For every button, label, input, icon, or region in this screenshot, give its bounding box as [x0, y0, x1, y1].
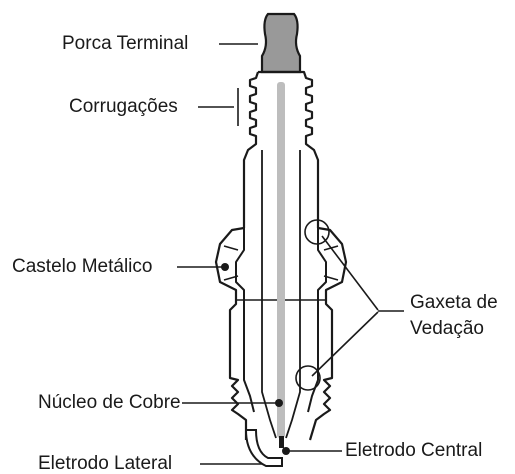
copper-core [277, 82, 285, 438]
central-dot [282, 447, 290, 455]
insulator-nose [261, 150, 301, 439]
castelo-dot [221, 263, 229, 271]
terminal-nut-shape [260, 12, 302, 74]
central-electrode-tip [279, 436, 284, 448]
label-porca-terminal: Porca Terminal [62, 33, 189, 54]
insulator-body [242, 70, 320, 228]
label-corrugacoes: Corrugações [69, 96, 178, 117]
gasket-circle-upper [304, 219, 330, 245]
leader-gaxeta-upper [321, 235, 379, 311]
metal-shell-inner [235, 228, 327, 413]
label-eletrodo-central: Eletrodo Central [345, 440, 483, 461]
label-gaxeta-line2: Vedação [410, 318, 484, 339]
label-eletrodo-lateral: Eletrodo Lateral [38, 453, 173, 474]
label-nucleo-cobre: Núcleo de Cobre [38, 392, 181, 413]
leader-gaxeta-lower [311, 311, 379, 377]
ground-electrode [244, 429, 283, 467]
metal-shell-outline [214, 226, 348, 441]
label-castelo-metalico: Castelo Metálico [12, 256, 153, 277]
gasket-circle-lower [295, 365, 321, 391]
label-gaxeta-line1: Gaxeta de [410, 292, 498, 313]
nucleo-dot [275, 399, 283, 407]
